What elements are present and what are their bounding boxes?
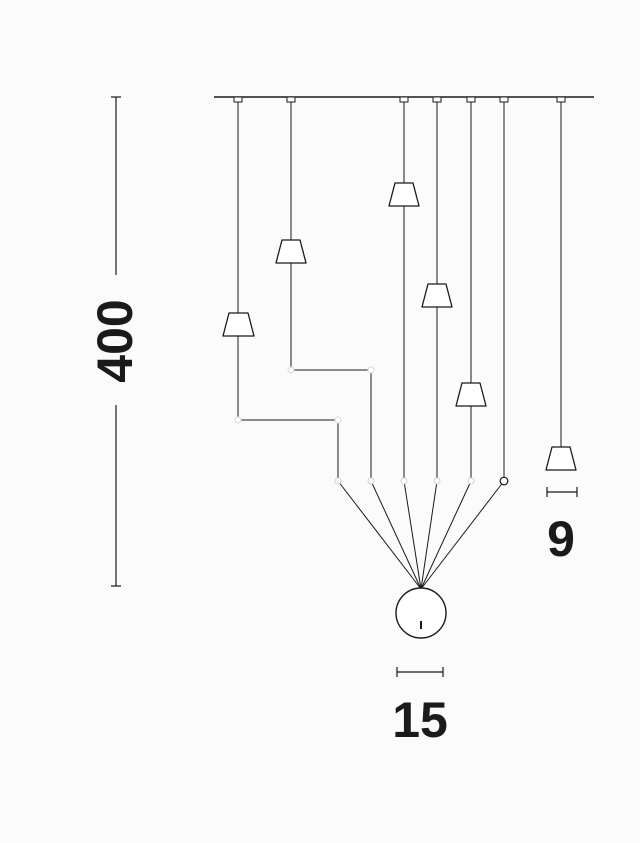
cable-joint	[234, 416, 242, 424]
cable-2	[290, 102, 372, 481]
converging-wire	[337, 480, 422, 590]
ball-diameter-dimension	[396, 667, 444, 677]
converging-wire	[370, 480, 422, 590]
wire-end-ring	[499, 476, 509, 486]
wire-junctions	[334, 477, 475, 485]
height-dimension	[111, 96, 121, 587]
lamp-shades	[222, 182, 577, 471]
shade-width-dimension	[546, 487, 578, 497]
lamp-shade	[455, 382, 487, 407]
converging-wire	[420, 480, 472, 590]
ceiling-mount	[286, 96, 296, 103]
ceiling-mount	[233, 96, 243, 103]
wire-junction	[433, 477, 441, 485]
ball-diameter-label: 15	[392, 692, 448, 748]
ceiling-mounts	[233, 96, 566, 103]
cable-1	[237, 102, 339, 481]
shade-width-label: 9	[547, 511, 575, 567]
cable-joint	[334, 416, 342, 424]
ceiling-mount	[399, 96, 409, 103]
wire-junction	[334, 477, 342, 485]
cable-joint	[287, 366, 295, 374]
lamp-shade	[421, 283, 453, 308]
cable-joints	[234, 366, 375, 424]
converging-wire	[420, 480, 438, 590]
height-dimension-label: 400	[87, 299, 143, 382]
lamp-shade	[388, 182, 420, 207]
ceiling-mount	[466, 96, 476, 103]
lamp-shade	[545, 446, 577, 471]
lamp-shade	[275, 239, 307, 264]
ceiling-mount	[556, 96, 566, 103]
converging-wire	[420, 480, 505, 590]
wire-junction	[400, 477, 408, 485]
ball-hub	[395, 587, 447, 639]
lamp-shade	[222, 312, 255, 337]
wire-junction	[367, 477, 375, 485]
ceiling-mount	[432, 96, 442, 103]
suspension-cables	[237, 102, 562, 481]
cable-joint	[367, 366, 375, 374]
ceiling-mount	[499, 96, 509, 103]
converging-wires	[337, 480, 505, 590]
wire-junction	[467, 477, 475, 485]
converging-wire	[403, 480, 422, 590]
